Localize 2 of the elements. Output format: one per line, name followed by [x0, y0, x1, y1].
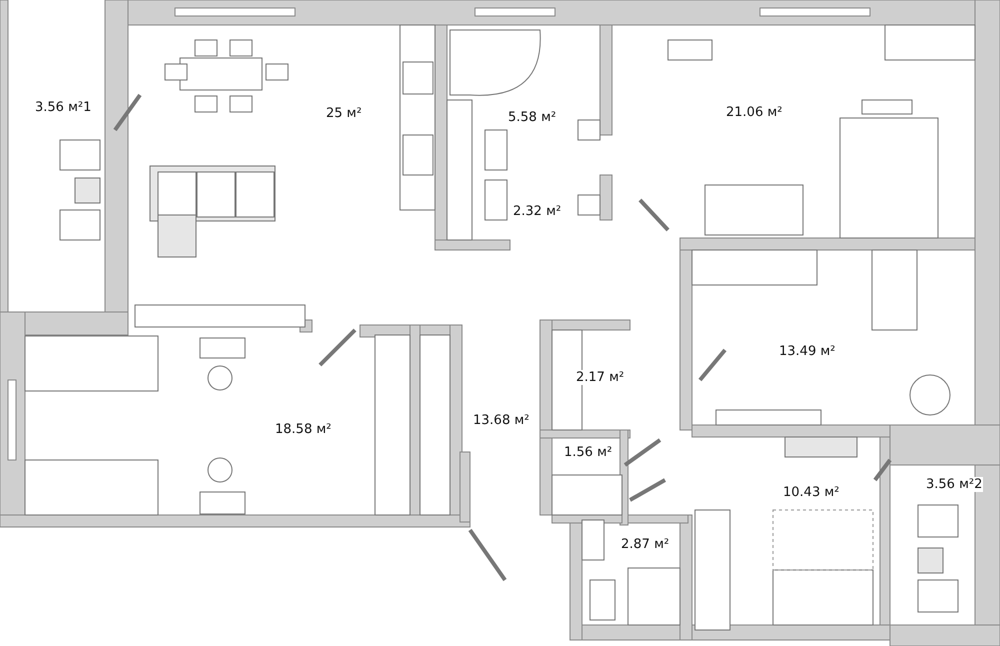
room-area: 2.17 м² [575, 370, 626, 385]
room-area: 3.56 м²2 [925, 477, 984, 492]
